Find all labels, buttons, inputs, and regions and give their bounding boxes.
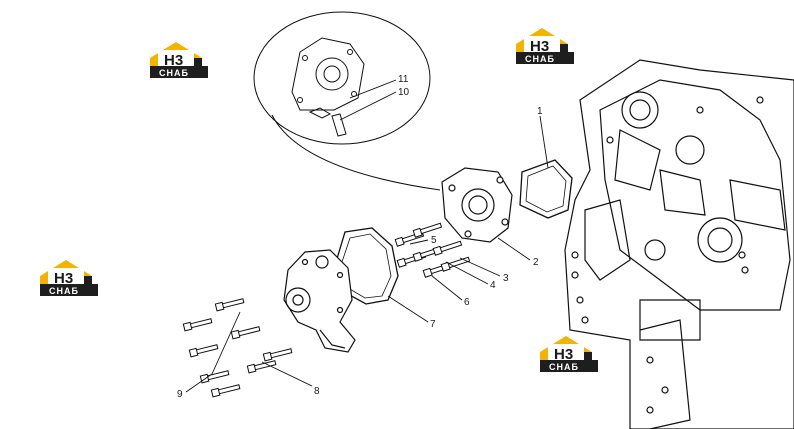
- svg-text:H3: H3: [530, 38, 549, 55]
- callout-5: 5: [431, 235, 437, 246]
- callout-3: 3: [503, 273, 509, 284]
- svg-text:CHAБ: CHAБ: [525, 54, 555, 64]
- leader-lines: [185, 79, 549, 393]
- brand-logo: H3 CHAБ: [540, 336, 598, 372]
- callout-labels: 11 10 1 5 2 3 4 6 7 8 9: [177, 74, 543, 400]
- bolts-lower: [182, 296, 293, 398]
- brand-logo: H3 CHAБ: [150, 42, 208, 78]
- brand-logo: H3 CHAБ: [516, 28, 574, 64]
- callout-11: 11: [398, 74, 409, 85]
- callout-9: 9: [177, 389, 183, 400]
- detail-inset: [253, 11, 441, 191]
- engine-block: [564, 59, 794, 429]
- callout-4: 4: [490, 280, 496, 291]
- svg-text:H3: H3: [54, 270, 73, 287]
- callout-1: 1: [537, 106, 543, 117]
- water-pump: [283, 249, 356, 353]
- gasket-part-1: [519, 159, 573, 219]
- brand-logo: H3 CHAБ: [40, 260, 98, 296]
- svg-text:H3: H3: [554, 346, 573, 363]
- callout-10: 10: [398, 87, 410, 98]
- svg-text:CHAБ: CHAБ: [549, 362, 579, 372]
- callout-7: 7: [430, 319, 436, 330]
- callout-6: 6: [464, 297, 470, 308]
- callout-8: 8: [314, 386, 320, 397]
- svg-text:H3: H3: [164, 52, 183, 69]
- svg-text:CHAБ: CHAБ: [49, 286, 79, 296]
- housing-part-2: [441, 167, 513, 243]
- callout-2: 2: [533, 257, 539, 268]
- svg-text:CHAБ: CHAБ: [159, 68, 189, 78]
